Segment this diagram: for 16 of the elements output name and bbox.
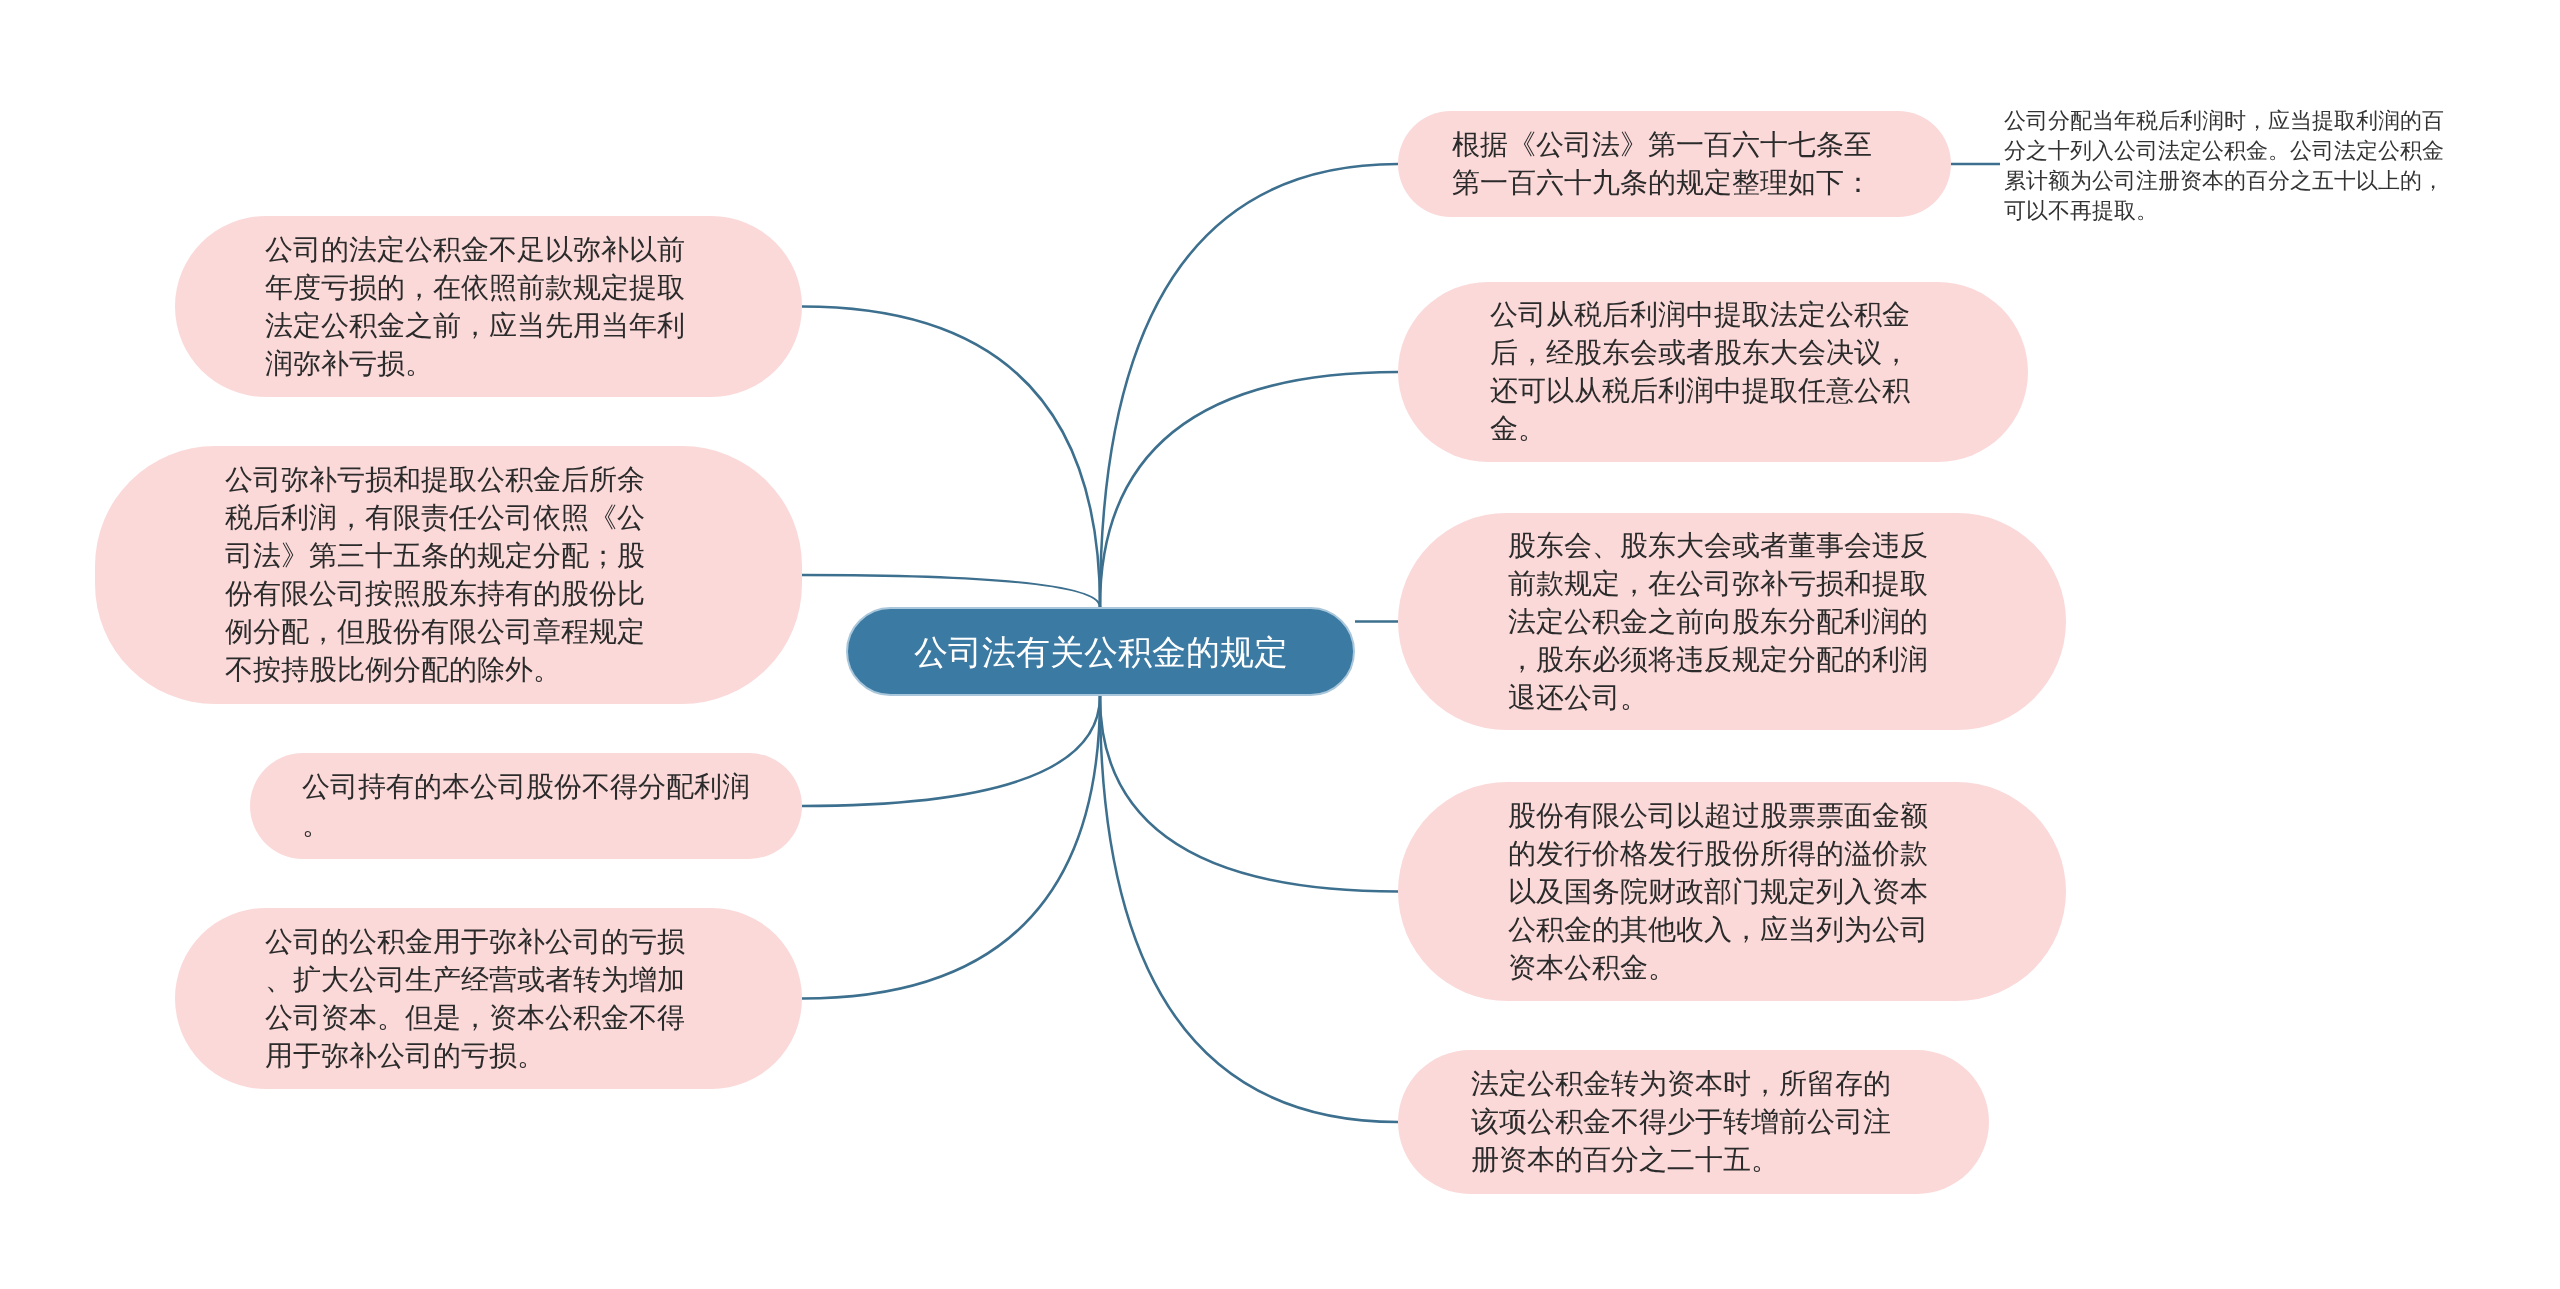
topic-text: 根据《公司法》第一百六十七条至第一百六十九条的规定整理如下： (1452, 127, 1873, 201)
note-text: 公司分配当年税后利润时，应当提取利润的百分之十列入公司法定公积金。公司法定公积金累计额为公司注册资本的百分之五十以上的，可以不再提取。 (2004, 107, 2445, 225)
topic-text: 公司的法定公积金不足以弥补以前年度亏损的，在依照前款规定提取法定公积金之前，应当先用当年利润弥补亏损。 (265, 231, 686, 382)
topic-text: 法定公积金转为资本时，所留存的该项公积金不得少于转增前公司注册资本的百分之二十五。 (1471, 1066, 1892, 1178)
topic-text: 股份有限公司以超过股票票面金额的发行价格发行股份所得的溢价款以及国务院财政部门规定列入资本公积金的其他收入，应当列为公司资本公积金。 (1508, 797, 1929, 986)
topic-text: 公司持有的本公司股份不得分配利润。 (302, 769, 751, 843)
connector-line (1951, 162, 2000, 166)
topic-text: 公司从税后利润中提取法定公积金后，经股东会或者股东大会决议，还可以从税后利润中提取任意公积金。 (1490, 297, 1911, 447)
topic-title: 公司法有关公积金的规定 (913, 631, 1288, 672)
connector-line (1355, 620, 1398, 623)
connector-line (1098, 370, 1399, 608)
topic-text: 公司弥补亏损和提取公积金后所余税后利润，有限责任公司依照《公司法》第三十五条的规定分配；股份有限公司按照股东持有的股份比例分配，但股份有限公司章程规定不按持股比例分配的除外。 (225, 462, 646, 688)
connector-line (1098, 695, 1399, 1124)
topic-text: 股东会、股东大会或者董事会违反前款规定，在公司弥补亏损和提取法定公积金之前向股东分配利润的，股东必须将违反规定分配的利润退还公司。 (1508, 527, 1929, 716)
connector-line (802, 573, 1102, 608)
topic-text: 公司的公积金用于弥补公司的亏损、扩大公司生产经营或者转为增加公司资本。但是，资本公积金不得用于弥补公司的亏损。 (265, 923, 686, 1074)
